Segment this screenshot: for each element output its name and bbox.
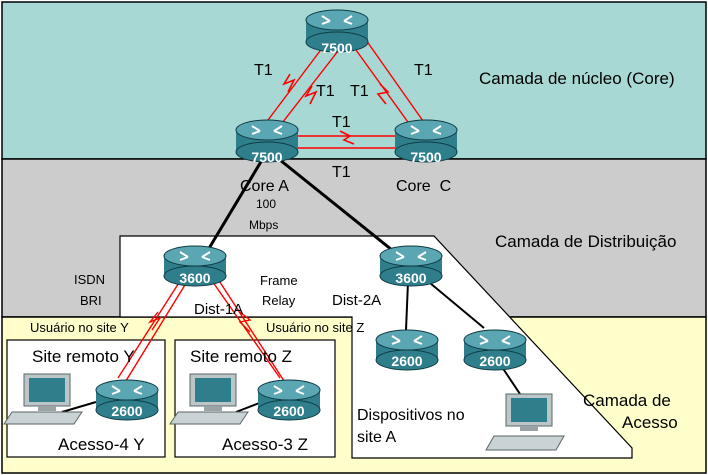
router-core-a: 7500 [235,119,299,165]
remote-site-z-label: Site remoto Z [190,347,293,366]
site-a-devices-line2: site A [357,429,397,446]
svg-text:3600: 3600 [179,270,210,286]
dist-2a-label: Dist-2A [332,292,382,309]
frame-relay-line1: Frame [260,273,298,288]
t1-label: T1 [332,114,351,131]
router-site-a-left: 2600 [375,329,439,371]
access-layer-label-line1: Camada de [583,391,671,410]
link-speed-line1: 100 [256,197,277,211]
isdn-label-line2: BRI [80,293,102,308]
lan-links [206,158,393,252]
frame-relay-line2: Relay [262,293,296,308]
svg-text:7500: 7500 [321,40,352,56]
acesso-3z-label: Acesso-3 Z [222,435,308,454]
workstation-site-a-icon [485,393,565,451]
core-c-label: Core C [396,178,452,195]
core-a-label: Core A [240,178,289,195]
router-access-z: 2600 [257,379,321,421]
user-site-y-label: Usuário no site Y [30,320,129,335]
serial-zigzags [282,73,390,145]
svg-text:2600: 2600 [111,403,142,419]
t1-label: T1 [254,62,273,79]
dist-1a-label: Dist-1A [194,301,244,318]
svg-text:3600: 3600 [395,270,426,286]
t1-label: T1 [350,83,369,100]
core-layer-label: Camada de núcleo (Core) [479,69,675,88]
distribution-layer-label: Camada de Distribuição [495,232,677,251]
t1-label: T1 [316,83,335,100]
svg-text:7500: 7500 [410,149,441,165]
router-site-a-right: 2600 [463,329,527,371]
workstation-site-y-icon [3,373,83,425]
t1-label: T1 [414,62,433,79]
site-a-devices-line1: Dispositivos no [357,407,465,424]
router-core-c: 7500 [394,119,458,165]
acesso-4y-label: Acesso-4 Y [58,435,145,454]
workstation-site-z-icon [169,373,249,425]
access-layer-label-line2: Acesso [622,413,678,432]
isdn-label-line1: ISDN [74,272,106,287]
svg-text:7500: 7500 [251,149,282,165]
remote-site-y-label: Site remoto Y [32,347,135,366]
router-core-top: 7500 [305,9,369,56]
wan-links [117,275,287,385]
router-dist-1a: 3600 [163,245,227,287]
svg-text:2600: 2600 [273,403,304,419]
t1-label: T1 [332,164,351,181]
router-access-y: 2600 [95,379,159,421]
svg-text:2600: 2600 [479,353,510,369]
link-speed-line2: Mbps [249,218,279,232]
svg-text:2600: 2600 [391,353,422,369]
router-dist-2a: 3600 [379,245,443,287]
user-site-z-label: Usuário no site Z [266,320,365,335]
